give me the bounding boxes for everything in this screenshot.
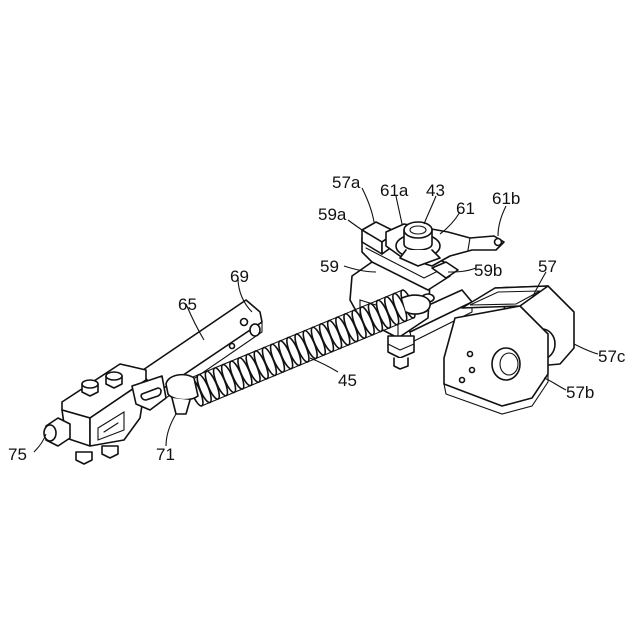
label-61: 61 <box>456 199 475 218</box>
label-45: 45 <box>338 371 357 390</box>
label-71: 71 <box>156 445 175 464</box>
spring-anchor-71 <box>166 375 198 414</box>
label-57a: 57a <box>332 173 361 192</box>
label-61b: 61b <box>492 189 520 208</box>
label-65: 65 <box>178 295 197 314</box>
label-75: 75 <box>8 445 27 464</box>
label-57: 57 <box>538 257 557 276</box>
label-59a: 59a <box>318 205 347 224</box>
label-59: 59 <box>320 257 339 276</box>
spring-hook-right <box>402 295 430 314</box>
label-57c: 57c <box>598 347 626 366</box>
label-59b: 59b <box>474 261 502 280</box>
label-57b: 57b <box>566 383 594 402</box>
label-61a: 61a <box>380 181 409 200</box>
label-43: 43 <box>426 181 445 200</box>
label-69: 69 <box>230 267 249 286</box>
